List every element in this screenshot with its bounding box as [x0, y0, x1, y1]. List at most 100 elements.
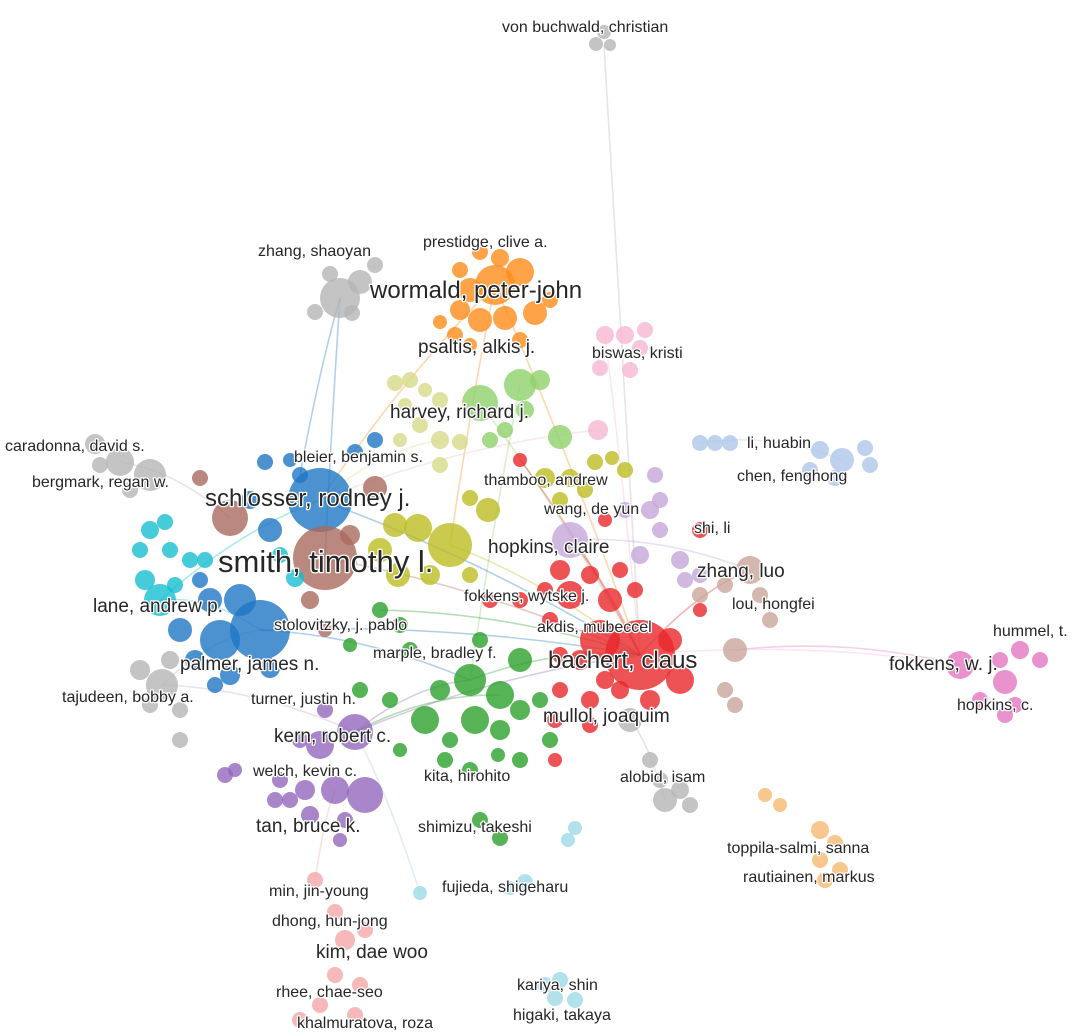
- author-bubble[interactable]: [301, 806, 319, 824]
- author-bubble[interactable]: [561, 833, 575, 847]
- author-label[interactable]: caradonna, david s.: [4, 437, 146, 457]
- author-bubble[interactable]: [617, 502, 633, 518]
- author-bubble[interactable]: [340, 525, 360, 545]
- author-bubble[interactable]: [946, 651, 974, 679]
- author-label[interactable]: palmer, james n.: [179, 653, 321, 677]
- author-bubble[interactable]: [282, 792, 298, 808]
- author-bubble[interactable]: [182, 552, 198, 568]
- author-bubble[interactable]: [605, 620, 675, 690]
- author-bubble[interactable]: [472, 632, 488, 648]
- author-bubble[interactable]: [130, 660, 150, 680]
- author-bubble[interactable]: [347, 444, 363, 460]
- author-bubble[interactable]: [475, 265, 515, 305]
- author-bubble[interactable]: [428, 523, 472, 567]
- author-bubble[interactable]: [307, 304, 323, 320]
- author-bubble[interactable]: [516, 401, 534, 419]
- author-bubble[interactable]: [168, 618, 192, 642]
- author-bubble[interactable]: [368, 538, 392, 562]
- author-bubble[interactable]: [677, 572, 693, 588]
- author-bubble[interactable]: [568, 821, 582, 835]
- author-bubble[interactable]: [717, 577, 733, 593]
- author-bubble[interactable]: [830, 448, 854, 472]
- author-bubble[interactable]: [567, 992, 583, 1008]
- author-bubble[interactable]: [92, 457, 108, 473]
- author-bubble[interactable]: [224, 584, 256, 616]
- author-bubble[interactable]: [604, 39, 616, 51]
- author-bubble[interactable]: [228, 763, 242, 777]
- author-bubble[interactable]: [387, 375, 403, 391]
- author-label[interactable]: tan, bruce k.: [255, 815, 362, 839]
- author-label[interactable]: kita, hirohito: [423, 767, 512, 787]
- author-bubble[interactable]: [220, 665, 240, 685]
- author-bubble[interactable]: [452, 434, 468, 450]
- author-bubble[interactable]: [548, 425, 572, 449]
- author-bubble[interactable]: [383, 513, 407, 537]
- author-label[interactable]: hummel, t.: [992, 622, 1069, 642]
- author-bubble[interactable]: [637, 322, 653, 338]
- author-bubble[interactable]: [292, 1012, 308, 1028]
- author-bubble[interactable]: [144, 584, 176, 616]
- author-bubble[interactable]: [596, 326, 614, 344]
- author-bubble[interactable]: [588, 420, 608, 440]
- author-bubble[interactable]: [627, 582, 643, 598]
- author-bubble[interactable]: [512, 332, 528, 348]
- author-bubble[interactable]: [652, 772, 668, 788]
- author-label[interactable]: wormald, peter-john: [368, 276, 584, 306]
- author-bubble[interactable]: [317, 702, 333, 718]
- author-bubble[interactable]: [542, 732, 558, 748]
- author-bubble[interactable]: [462, 385, 498, 421]
- author-label[interactable]: hopkins, c.: [956, 696, 1035, 716]
- author-bubble[interactable]: [172, 732, 188, 748]
- author-bubble[interactable]: [321, 776, 349, 804]
- author-bubble[interactable]: [307, 872, 323, 888]
- author-bubble[interactable]: [404, 514, 432, 542]
- author-bubble[interactable]: [352, 682, 368, 698]
- author-bubble[interactable]: [344, 305, 360, 321]
- author-bubble[interactable]: [463, 338, 477, 352]
- author-bubble[interactable]: [616, 326, 634, 344]
- author-bubble[interactable]: [817, 872, 833, 888]
- author-bubble[interactable]: [992, 652, 1008, 668]
- author-bubble[interactable]: [497, 422, 513, 438]
- author-bubble[interactable]: [491, 249, 509, 267]
- author-label[interactable]: hopkins, claire: [487, 536, 611, 560]
- author-bubble[interactable]: [827, 835, 843, 851]
- author-bubble[interactable]: [598, 513, 612, 527]
- author-bubble[interactable]: [468, 308, 492, 332]
- author-bubble[interactable]: [547, 990, 563, 1006]
- author-bubble[interactable]: [631, 546, 649, 564]
- author-bubble[interactable]: [172, 702, 188, 718]
- author-bubble[interactable]: [493, 306, 517, 330]
- author-bubble[interactable]: [552, 682, 568, 698]
- author-bubble[interactable]: [491, 748, 505, 762]
- author-bubble[interactable]: [592, 360, 608, 376]
- author-bubble[interactable]: [301, 591, 319, 609]
- author-bubble[interactable]: [292, 732, 308, 748]
- author-bubble[interactable]: [490, 720, 510, 740]
- author-bubble[interactable]: [552, 522, 588, 558]
- author-bubble[interactable]: [658, 628, 682, 652]
- author-bubble[interactable]: [431, 431, 449, 449]
- author-bubble[interactable]: [347, 777, 383, 813]
- author-bubble[interactable]: [581, 566, 599, 584]
- author-bubble[interactable]: [512, 592, 528, 608]
- author-bubble[interactable]: [647, 467, 663, 483]
- author-bubble[interactable]: [122, 482, 138, 498]
- author-label[interactable]: lou, hongfei: [731, 595, 816, 615]
- author-bubble[interactable]: [461, 706, 489, 734]
- author-bubble[interactable]: [462, 762, 478, 778]
- author-bubble[interactable]: [212, 500, 248, 536]
- author-bubble[interactable]: [707, 435, 723, 451]
- author-bubble[interactable]: [503, 881, 517, 895]
- author-bubble[interactable]: [462, 490, 478, 506]
- author-bubble[interactable]: [162, 542, 178, 558]
- author-label[interactable]: mullol, joaquim: [542, 705, 671, 729]
- author-label[interactable]: li, huabin: [746, 434, 813, 454]
- author-bubble[interactable]: [577, 482, 593, 498]
- author-label[interactable]: zhang, shaoyan: [257, 242, 372, 262]
- author-bubble[interactable]: [258, 518, 282, 542]
- author-bubble[interactable]: [288, 468, 352, 532]
- author-bubble[interactable]: [532, 692, 548, 708]
- author-bubble[interactable]: [486, 681, 514, 709]
- author-bubble[interactable]: [161, 651, 179, 669]
